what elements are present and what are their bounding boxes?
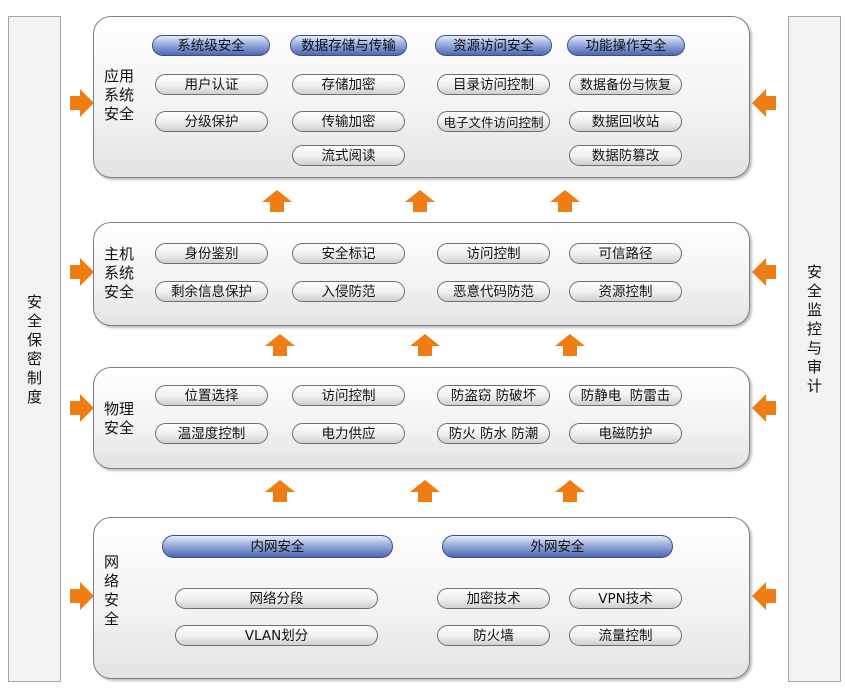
- phys-item-access-control: 访问控制: [292, 385, 405, 406]
- net-header-extranet: 外网安全: [442, 535, 673, 558]
- right-audit-label: 安 全 监 控 与 审 计: [806, 263, 822, 395]
- left-arrow-icon: [752, 89, 776, 117]
- app-item-user-auth: 用户认证: [155, 74, 268, 95]
- left-arrow-icon: [752, 394, 776, 422]
- right-audit-bar: 安 全 监 控 与 审 计: [788, 16, 841, 682]
- left-arrow-icon: [752, 258, 776, 286]
- host-item-residual: 剩余信息保护: [155, 281, 268, 302]
- app-header-system: 系统级安全: [152, 35, 270, 56]
- phys-item-em-protect: 电磁防护: [569, 423, 682, 444]
- net-header-intranet: 内网安全: [162, 535, 393, 558]
- host-item-intrusion: 入侵防范: [292, 281, 405, 302]
- right-arrow-icon: [70, 394, 94, 422]
- host-security-label: 主机 系统 安全: [104, 245, 135, 301]
- up-arrow-icon: [405, 190, 435, 212]
- app-item-level-protect: 分级保护: [155, 111, 268, 132]
- net-item-encryption: 加密技术: [437, 588, 550, 609]
- up-arrow-icon: [555, 480, 585, 502]
- host-item-access-control: 访问控制: [437, 243, 550, 264]
- up-arrow-icon: [265, 480, 295, 502]
- host-item-security-mark: 安全标记: [292, 243, 405, 264]
- physical-security-label: 物理 安全: [104, 400, 135, 437]
- phys-item-power: 电力供应: [292, 423, 405, 444]
- app-item-dir-access: 目录访问控制: [437, 74, 550, 95]
- up-arrow-icon: [410, 334, 440, 356]
- up-arrow-icon: [262, 190, 292, 212]
- right-arrow-icon: [70, 89, 94, 117]
- net-item-vpn: VPN技术: [569, 588, 682, 609]
- up-arrow-icon: [550, 190, 580, 212]
- app-item-backup: 数据备份与恢复: [569, 74, 682, 95]
- phys-item-location: 位置选择: [155, 385, 268, 406]
- app-item-efile-access: 电子文件访问控制: [437, 111, 550, 132]
- host-security-panel: 主机 系统 安全: [93, 222, 750, 326]
- app-item-storage-encrypt: 存储加密: [292, 74, 405, 95]
- right-arrow-icon: [70, 582, 94, 610]
- app-header-function: 功能操作安全: [567, 35, 685, 56]
- up-arrow-icon: [410, 480, 440, 502]
- host-item-trusted-path: 可信路径: [569, 243, 682, 264]
- app-security-label: 应用 系统 安全: [104, 67, 135, 123]
- left-policy-label: 安 全 保 密 制 度: [26, 293, 42, 406]
- net-item-vlan: VLAN划分: [175, 625, 378, 646]
- left-arrow-icon: [752, 582, 776, 610]
- left-policy-bar: 安 全 保 密 制 度: [8, 16, 61, 682]
- net-item-traffic-control: 流量控制: [569, 625, 682, 646]
- host-item-identity: 身份鉴别: [155, 243, 268, 264]
- up-arrow-icon: [265, 334, 295, 356]
- net-item-firewall: 防火墙: [437, 625, 550, 646]
- app-header-storage: 数据存储与传输: [290, 35, 407, 56]
- physical-security-panel: 物理 安全: [93, 367, 750, 469]
- app-item-transfer-encrypt: 传输加密: [292, 111, 405, 132]
- app-item-anti-tamper: 数据防篡改: [569, 145, 682, 166]
- phys-item-humidity: 温湿度控制: [155, 423, 268, 444]
- app-item-stream-read: 流式阅读: [292, 145, 405, 166]
- phys-item-fire-water: 防火 防水 防潮: [437, 423, 550, 444]
- up-arrow-icon: [555, 334, 585, 356]
- host-item-malware: 恶意代码防范: [437, 281, 550, 302]
- net-item-segment: 网络分段: [175, 588, 378, 609]
- phys-item-anti-theft: 防盗窃 防破坏: [437, 385, 550, 406]
- phys-item-static-lightning: 防静电 防雷击: [569, 385, 682, 406]
- host-item-resource-control: 资源控制: [569, 281, 682, 302]
- app-item-recycle: 数据回收站: [569, 111, 682, 132]
- app-header-access: 资源访问安全: [435, 35, 552, 56]
- network-security-label: 网 络 安 全: [104, 553, 120, 628]
- right-arrow-icon: [70, 258, 94, 286]
